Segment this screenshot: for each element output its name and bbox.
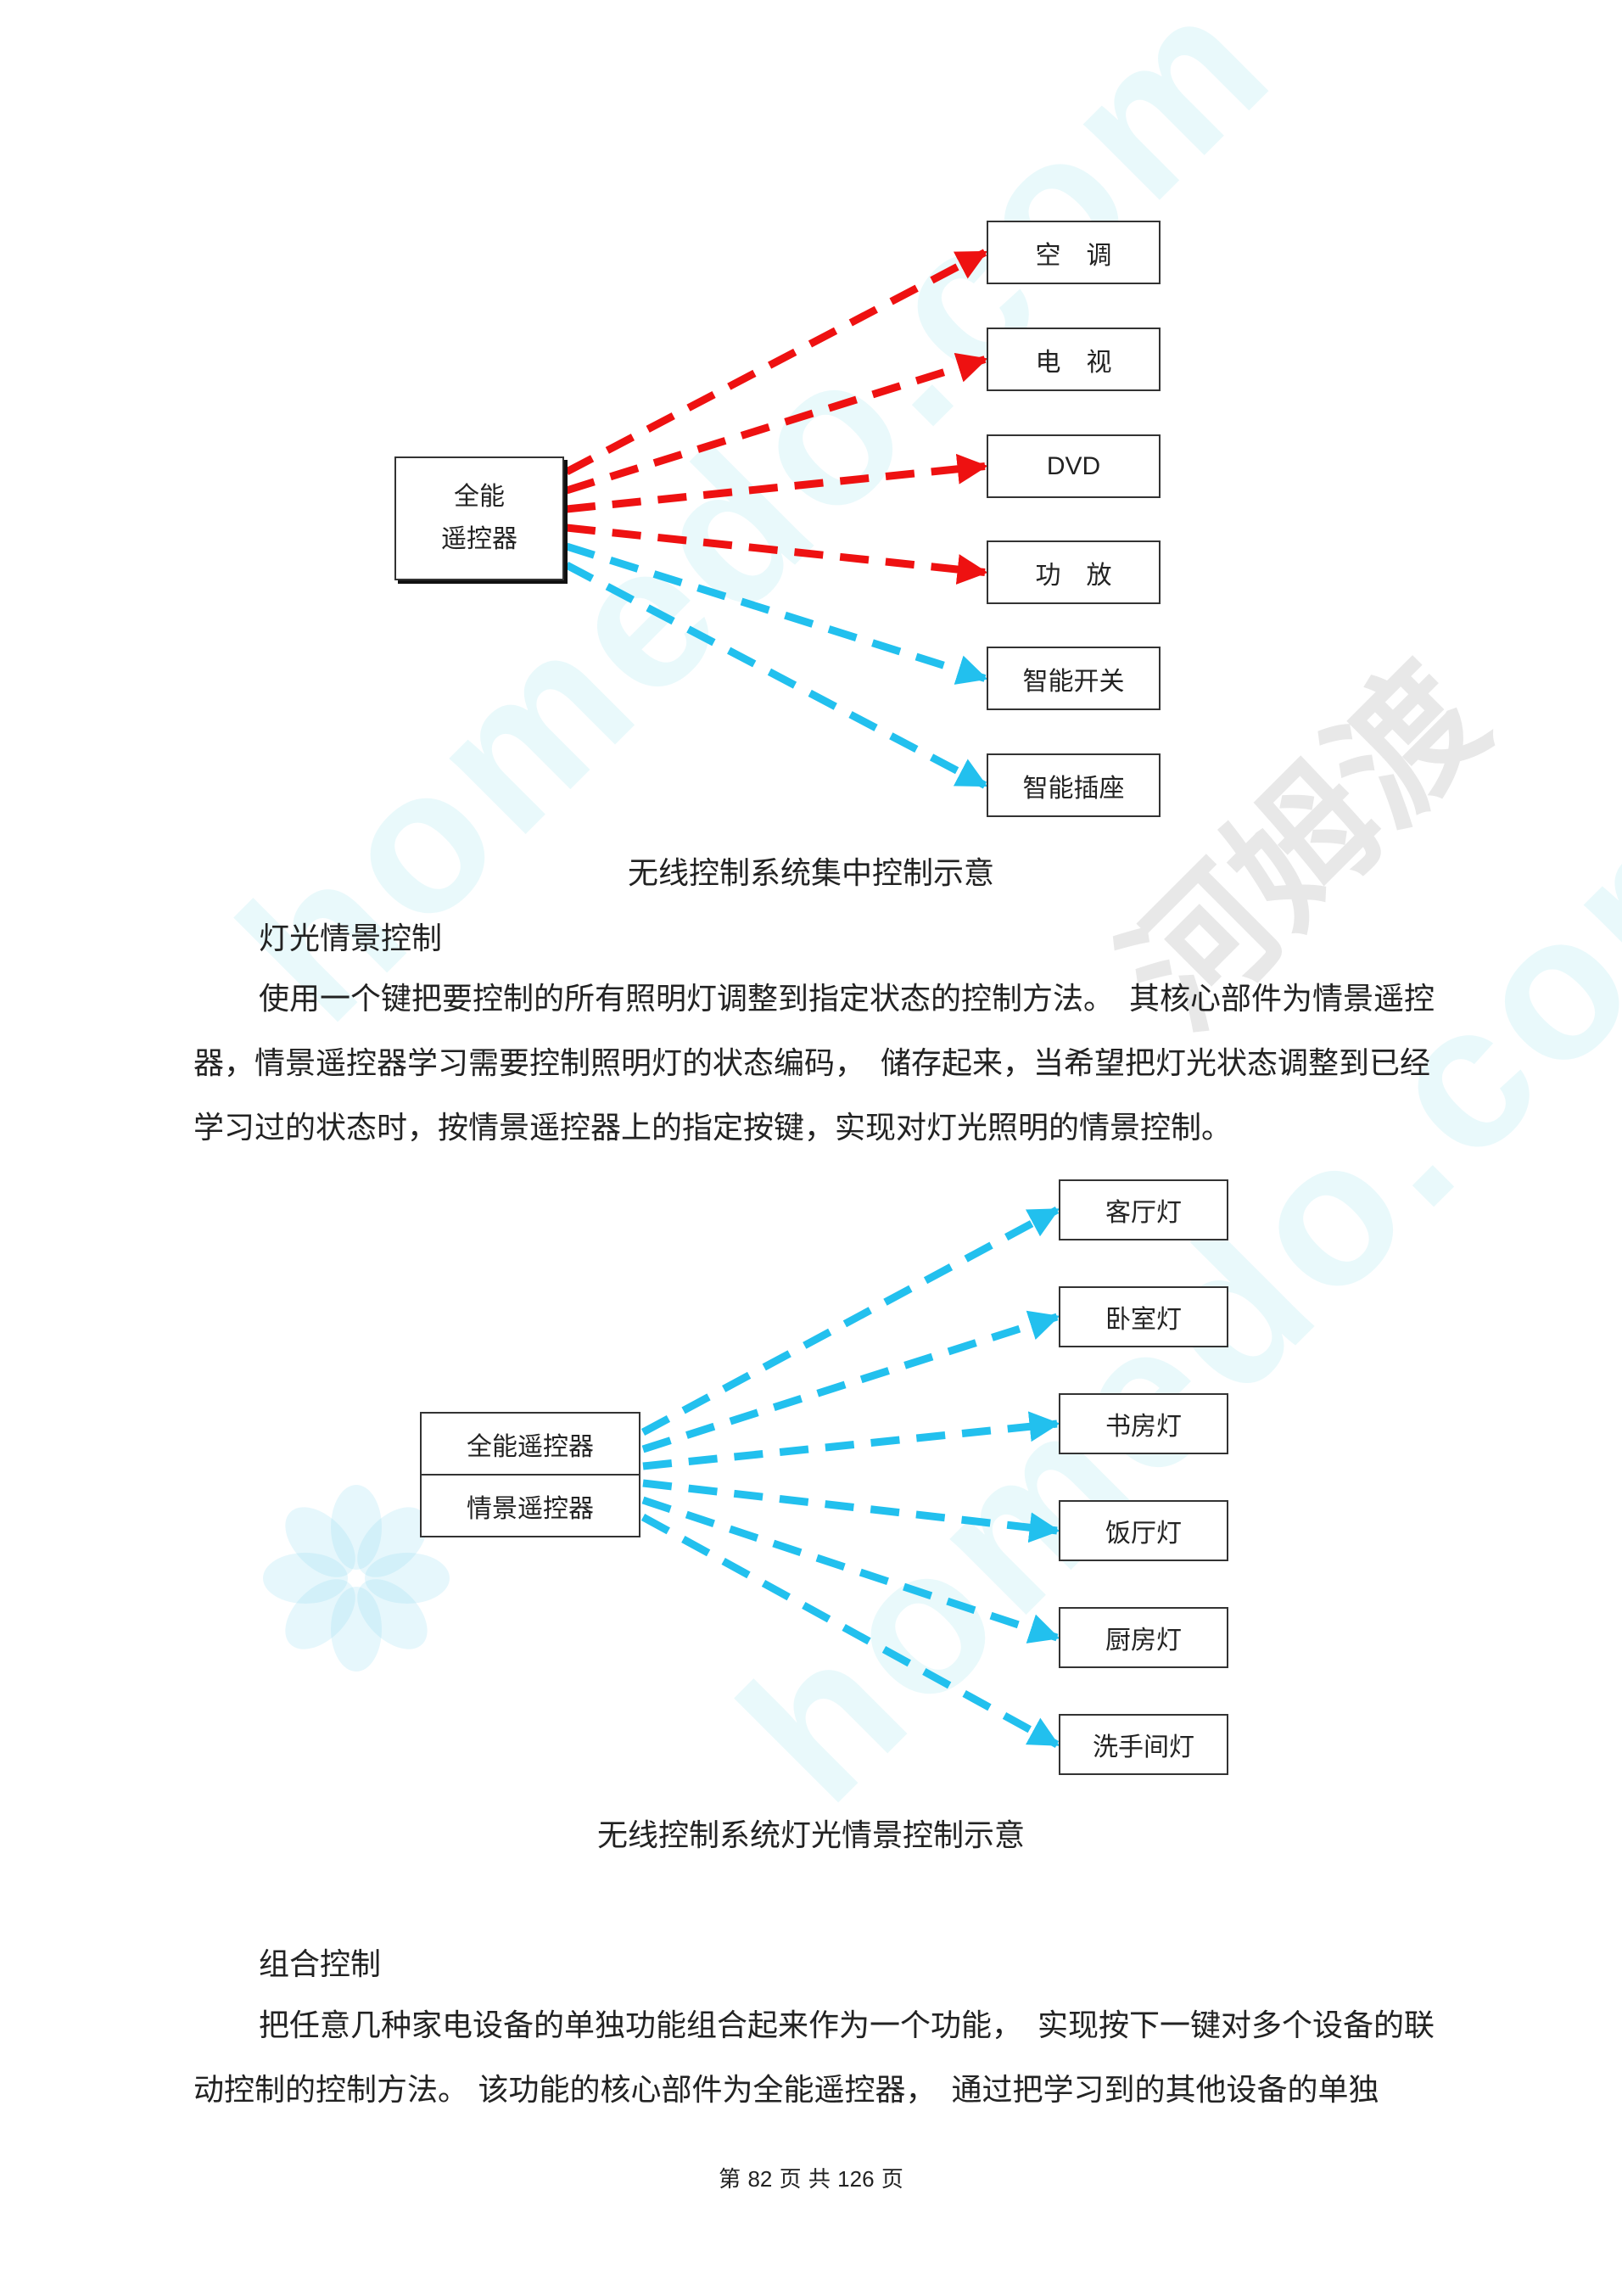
diagram-2-arrow: [642, 1411, 1060, 1470]
diagram-1-arrow: [564, 562, 988, 789]
diagram-1-arrow: [565, 542, 988, 685]
diagram-1-arrow: [564, 249, 988, 475]
watermark-flower-logo: [263, 1485, 450, 1672]
diagram1-target-label: 空 调: [1035, 240, 1112, 271]
diagram2-target-label: 卧室灯: [1105, 1305, 1182, 1335]
diagram2-caption: 无线控制系统灯光情景控制示意: [596, 1818, 1025, 1853]
diagram2-target-label: 书房灯: [1105, 1412, 1182, 1442]
diagram-2-arrow: [640, 1514, 1060, 1748]
diagram2-arrows: [640, 1207, 1060, 1748]
page-footer: 第 82 页 共 126 页: [0, 2162, 1622, 2193]
diagram2-target-label: 洗手间灯: [1093, 1733, 1194, 1762]
diagram-1-arrow: [566, 524, 988, 585]
diagram1-arrows: [564, 249, 988, 789]
section1-paragraph: 使用一个键把要控制的所有照明灯调整到指定状态的控制方法。 其核心部件为情景遥控器…: [193, 982, 1435, 1145]
diagram-1-arrow: [566, 453, 988, 513]
diagram2-target-label: 客厅灯: [1105, 1198, 1182, 1228]
diagram1-source-line2: 遥控器: [441, 524, 517, 554]
section1-heading: 灯光情景控制: [259, 921, 443, 956]
diagram1-target-box: 电 视: [987, 328, 1161, 391]
diagram2-target-box: 卧室灯: [1059, 1286, 1228, 1347]
diagram1-source-line1: 全能: [454, 482, 505, 512]
diagram-2-arrow: [641, 1310, 1060, 1453]
diagram2-source-bottom: 情景遥控器: [422, 1474, 639, 1536]
diagram2-source-box: 全能遥控器 情景遥控器: [420, 1412, 640, 1537]
diagram-2-arrow: [640, 1207, 1060, 1436]
diagram1-target-label: 功 放: [1035, 560, 1112, 591]
footer-prefix: 第: [719, 2167, 741, 2192]
diagram2-source-top: 全能遥控器: [467, 1431, 594, 1462]
diagram2-target-label: 饭厅灯: [1105, 1519, 1182, 1548]
diagram2-target-box: 饭厅灯: [1059, 1500, 1228, 1561]
diagram2-target-box: 客厅灯: [1059, 1179, 1228, 1240]
footer-suffix: 页: [881, 2167, 903, 2192]
diagram2-target-box: 厨房灯: [1059, 1607, 1228, 1668]
diagram1-target-label: DVD: [1046, 451, 1101, 480]
diagram1-target-label: 智能插座: [1022, 773, 1125, 804]
diagram2-target-box: 洗手间灯: [1059, 1714, 1228, 1775]
diagram1-target-label: 智能开关: [1022, 666, 1125, 697]
footer-page-number: 82: [747, 2166, 773, 2192]
diagram-1-arrow: [565, 353, 988, 495]
diagram-2-arrow: [641, 1496, 1060, 1644]
diagram1-target-box: 功 放: [987, 540, 1161, 604]
diagram1-caption: 无线控制系统集中控制示意: [627, 856, 994, 891]
section2-paragraph: 把任意几种家电设备的单独功能组合起来作为一个功能， 实现按下一键对多个设备的联动…: [193, 2008, 1435, 2108]
diagram1-target-box: 智能开关: [987, 647, 1161, 710]
diagram1-target-label: 电 视: [1035, 347, 1112, 378]
diagram1-target-box: 智能插座: [987, 753, 1161, 817]
section2-heading: 组合控制: [259, 1947, 382, 1982]
diagram1-target-box: DVD: [987, 434, 1161, 498]
footer-mid: 页 共: [779, 2167, 831, 2192]
diagram1-target-box: 空 调: [987, 221, 1161, 284]
diagram2-target-label: 厨房灯: [1105, 1626, 1182, 1655]
diagram2-target-box: 书房灯: [1059, 1393, 1228, 1454]
diagram1-source-box: 全能 遥控器: [394, 456, 564, 580]
diagram-2-arrow: [642, 1479, 1060, 1543]
footer-total-pages: 126: [837, 2166, 875, 2192]
